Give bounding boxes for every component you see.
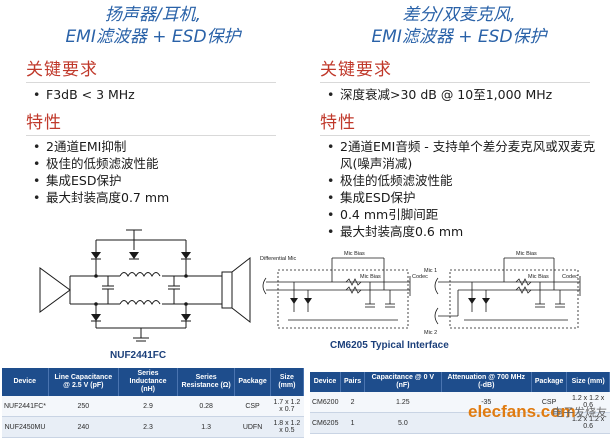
table-cell: CSP — [234, 396, 271, 417]
right-column: 差分/双麦克风, EMI滤波器 + ESD保护 关键要求 深度衰减>30 dB … — [260, 0, 612, 434]
right-title: 差分/双麦克风, EMI滤波器 + ESD保护 — [306, 0, 612, 48]
right-feature-item: 2通道EMI音频 - 支持单个差分麦克风或双麦克风(噪声消减) — [324, 138, 596, 172]
left-features-rule — [26, 135, 276, 136]
table-header: Device — [310, 372, 341, 392]
left-requirements-heading: 关键要求 — [26, 60, 98, 80]
mic1-label: Mic 1 — [424, 268, 437, 274]
right-requirements-rule — [320, 82, 590, 83]
table-cell: 250 — [48, 396, 119, 417]
table-header-row: Device Pairs Capacitance @ 0 V (nF) Atte… — [310, 372, 610, 392]
codec-label: Codec — [412, 274, 428, 280]
left-features-heading: 特性 — [26, 113, 62, 133]
table-header: Pairs — [340, 372, 366, 392]
table-cell: NUF2441FC* — [2, 396, 49, 417]
left-title: 扬声器/耳机, EMI滤波器 + ESD保护 — [0, 0, 306, 48]
mic-bias-label: Mic Bias — [528, 274, 549, 280]
table-header-row: Device Line Capacitance @ 2.5 V (pF) Ser… — [2, 368, 305, 396]
cm6205-caption: CM6205 Typical Interface — [330, 340, 449, 351]
right-feature-item: 集成ESD保护 — [324, 189, 596, 206]
right-features-heading: 特性 — [320, 113, 356, 133]
left-column: 扬声器/耳机, EMI滤波器 + ESD保护 关键要求 F3dB < 3 MHz… — [0, 0, 306, 438]
left-feature-item: 极佳的低频滤波性能 — [30, 155, 169, 172]
right-requirement-item: 深度衰减>30 dB @ 10至1,000 MHz — [324, 86, 552, 103]
nuf2441fc-schematic — [39, 229, 251, 342]
mic-bias-label: Mic Bias — [516, 251, 537, 257]
watermark-logo: elecfans.com — [468, 402, 576, 421]
table-cell — [441, 412, 532, 434]
left-title-line1: 扬声器/耳机, — [104, 5, 202, 25]
table-header: Capacitance @ 0 V (nF) — [364, 372, 442, 392]
table-cell: CM6200 — [310, 392, 341, 413]
left-requirements-rule — [26, 82, 276, 83]
table-cell: 1.3 — [177, 416, 235, 438]
table-cell: 1.2 x 1.2 x 0.6 — [566, 392, 610, 413]
right-feature-item: 极佳的低频滤波性能 — [324, 172, 596, 189]
watermark-cn-text: 电子发烧友 — [552, 406, 607, 419]
table-header: Series Resistance (Ω) — [177, 368, 236, 396]
table-cell: 1.7 x 1.2 x 0.7 — [270, 396, 304, 417]
table-header: Size (mm) — [270, 368, 305, 396]
right-feature-item: 最大封装高度0.6 mm — [324, 223, 596, 240]
table-header: Attenuation @ 700 MHz (-dB) — [441, 372, 532, 392]
mic-bias-label: Mic Bias — [344, 251, 365, 257]
table-cell: 0.28 — [177, 396, 235, 417]
table-row: CM6200 2 1.25 -35 CSP 1.2 x 1.2 x 0.6 — [310, 392, 610, 413]
right-feature-item: 0.4 mm引脚间距 — [324, 206, 596, 223]
table-cell: 1 — [340, 412, 365, 434]
table-row: NUF2441FC* 250 2.9 0.28 CSP 1.7 x 1.2 x … — [2, 396, 304, 417]
right-requirements-list: 深度衰减>30 dB @ 10至1,000 MHz — [324, 86, 552, 103]
table-cell: CM6205 — [310, 412, 341, 434]
table-cell: CSP — [531, 392, 567, 413]
table-header: Size (mm) — [566, 372, 610, 392]
cm6205-schematic: Differential Mic Mic Bias Mic Bias Codec… — [260, 251, 581, 336]
table-row: NUF2450MU 240 2.3 1.3 UDFN 1.8 x 1.2 x 0… — [2, 416, 304, 438]
table-cell: UDFN — [234, 416, 271, 438]
left-spec-table: Device Line Capacitance @ 2.5 V (pF) Ser… — [2, 368, 305, 438]
table-cell: 1.25 — [364, 392, 442, 413]
table-cell: 2.9 — [118, 396, 178, 417]
table-header: Device — [2, 368, 49, 396]
table-cell: 240 — [48, 416, 119, 438]
table-cell: 1.8 x 1.2 x 0.5 — [270, 416, 304, 438]
right-title-line1: 差分/双麦克风, — [402, 5, 516, 25]
table-header: Package — [531, 372, 568, 392]
table-cell: NUF2450MU — [2, 416, 49, 438]
right-features-list: 2通道EMI音频 - 支持单个差分麦克风或双麦克风(噪声消减) 极佳的低频滤波性… — [324, 138, 596, 240]
right-requirements-heading: 关键要求 — [320, 60, 392, 80]
right-features-rule — [320, 135, 590, 136]
table-cell: 2 — [340, 392, 365, 413]
table-cell — [531, 412, 567, 434]
table-cell: 1.2 x 1.2 x 0.6 — [566, 412, 610, 434]
left-feature-item: 集成ESD保护 — [30, 172, 169, 189]
left-title-line2: EMI滤波器 + ESD保护 — [65, 27, 241, 47]
table-cell: 5.0 — [364, 412, 442, 434]
differential-mic-label: Differential Mic — [260, 256, 297, 262]
table-header: Line Capacitance @ 2.5 V (pF) — [48, 368, 120, 396]
codec-label: Codec — [562, 274, 578, 280]
table-header: Package — [234, 368, 271, 396]
table-row: CM6205 1 5.0 1.2 x 1.2 x 0.6 — [310, 412, 610, 434]
mic-bias-label: Mic Bias — [360, 274, 381, 280]
left-feature-item: 2通道EMI抑制 — [30, 138, 169, 155]
table-cell: -35 — [441, 392, 532, 413]
table-cell: 2.3 — [118, 416, 178, 438]
mic2-label: Mic 2 — [424, 330, 437, 336]
nuf2441fc-caption: NUF2441FC — [110, 350, 167, 361]
right-spec-table: Device Pairs Capacitance @ 0 V (nF) Atte… — [310, 372, 610, 434]
table-header: Series Inductance (nH) — [118, 368, 178, 396]
left-requirements-list: F3dB < 3 MHz — [30, 86, 135, 103]
left-features-list: 2通道EMI抑制 极佳的低频滤波性能 集成ESD保护 最大封装高度0.7 mm — [30, 138, 169, 206]
left-feature-item: 最大封装高度0.7 mm — [30, 189, 169, 206]
left-requirement-item: F3dB < 3 MHz — [30, 86, 135, 103]
right-title-line2: EMI滤波器 + ESD保护 — [371, 27, 547, 47]
